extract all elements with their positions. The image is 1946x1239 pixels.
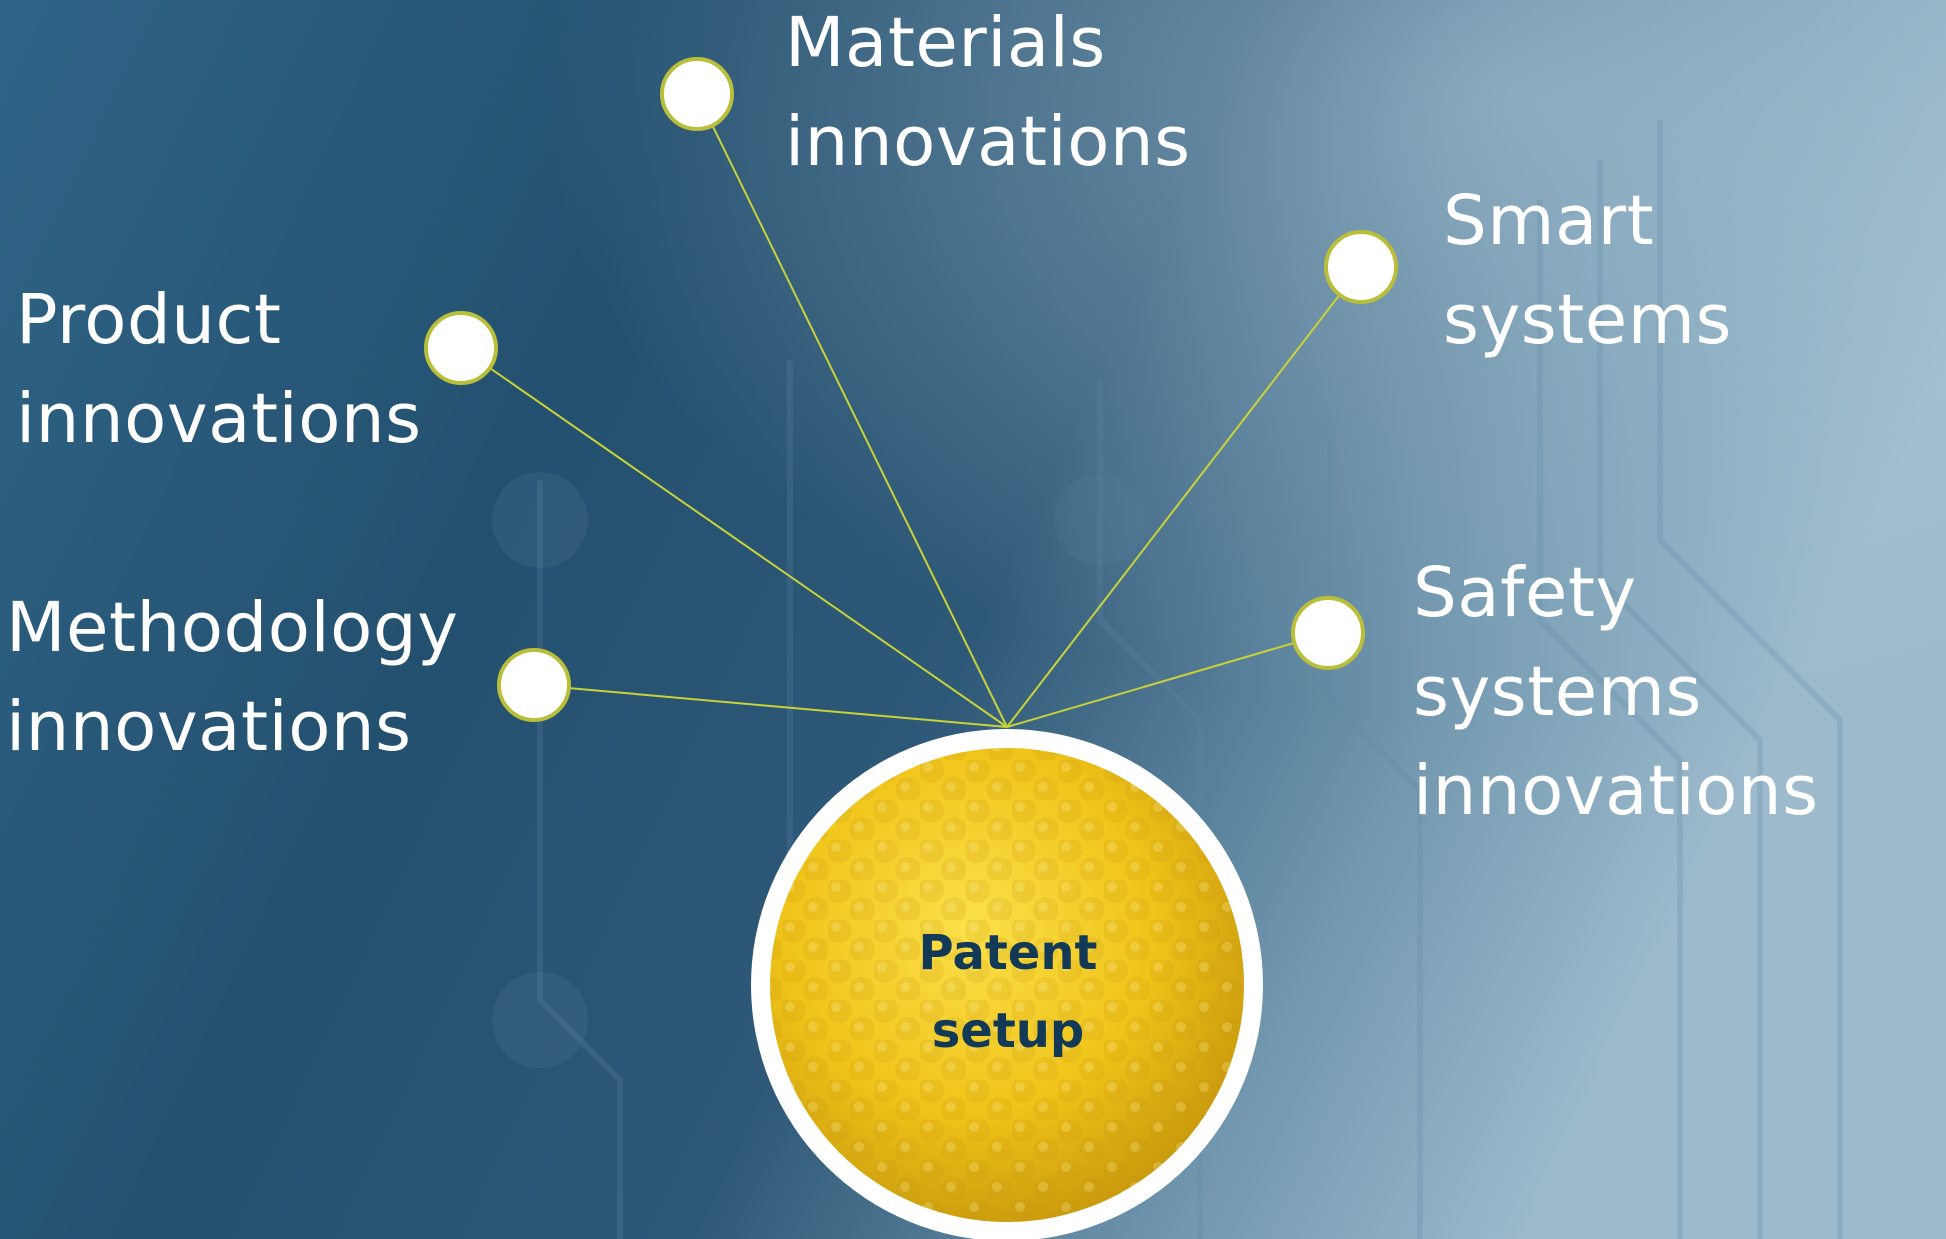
connector-safety xyxy=(1006,632,1329,728)
connectors xyxy=(460,93,1362,728)
center-ball xyxy=(751,729,1263,1239)
node-materials xyxy=(660,57,734,131)
node-product xyxy=(424,311,498,385)
connector-smart xyxy=(1006,266,1362,728)
node-smart xyxy=(1324,230,1398,304)
connector-methodology xyxy=(533,684,1008,728)
center-label: Patent setup xyxy=(918,925,1098,1059)
branch-label-safety: Safety systems innovations xyxy=(1413,553,1819,831)
connector-product xyxy=(460,347,1008,728)
node-methodology xyxy=(497,648,571,722)
branch-label-product: Product innovations xyxy=(16,280,422,459)
node-safety xyxy=(1291,596,1365,670)
branch-label-smart: Smart systems xyxy=(1443,181,1732,360)
branch-label-materials: Materials innovations xyxy=(785,3,1191,182)
branch-nodes xyxy=(424,57,1398,722)
connector-materials xyxy=(696,93,1008,728)
branch-label-methodology: Methodology innovations xyxy=(6,588,459,767)
